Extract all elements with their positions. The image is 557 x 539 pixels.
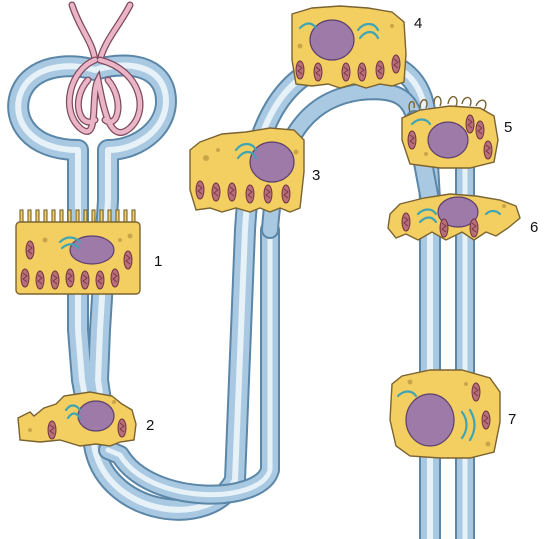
cell-5-nucleus	[428, 122, 468, 158]
cell-4-nucleus	[310, 20, 354, 60]
cell-6: 6	[388, 194, 538, 240]
cell-4-label: 4	[414, 15, 422, 32]
cell-1: 1	[16, 210, 162, 294]
cell-4: 4	[292, 6, 422, 88]
cell-1-label: 1	[154, 253, 162, 270]
cell-7-label: 7	[508, 411, 516, 428]
cell-3-nucleus	[250, 142, 294, 182]
cell-2: 2	[18, 392, 154, 446]
cell-7: 7	[390, 370, 516, 458]
cell-2-label: 2	[146, 417, 154, 434]
cell-6-label: 6	[530, 219, 538, 236]
cell-3: 3	[190, 128, 320, 212]
cell-2-nucleus	[78, 401, 114, 431]
cell-7-nucleus	[406, 394, 454, 446]
cell-5-label: 5	[504, 119, 512, 136]
cell-3-label: 3	[312, 167, 320, 184]
